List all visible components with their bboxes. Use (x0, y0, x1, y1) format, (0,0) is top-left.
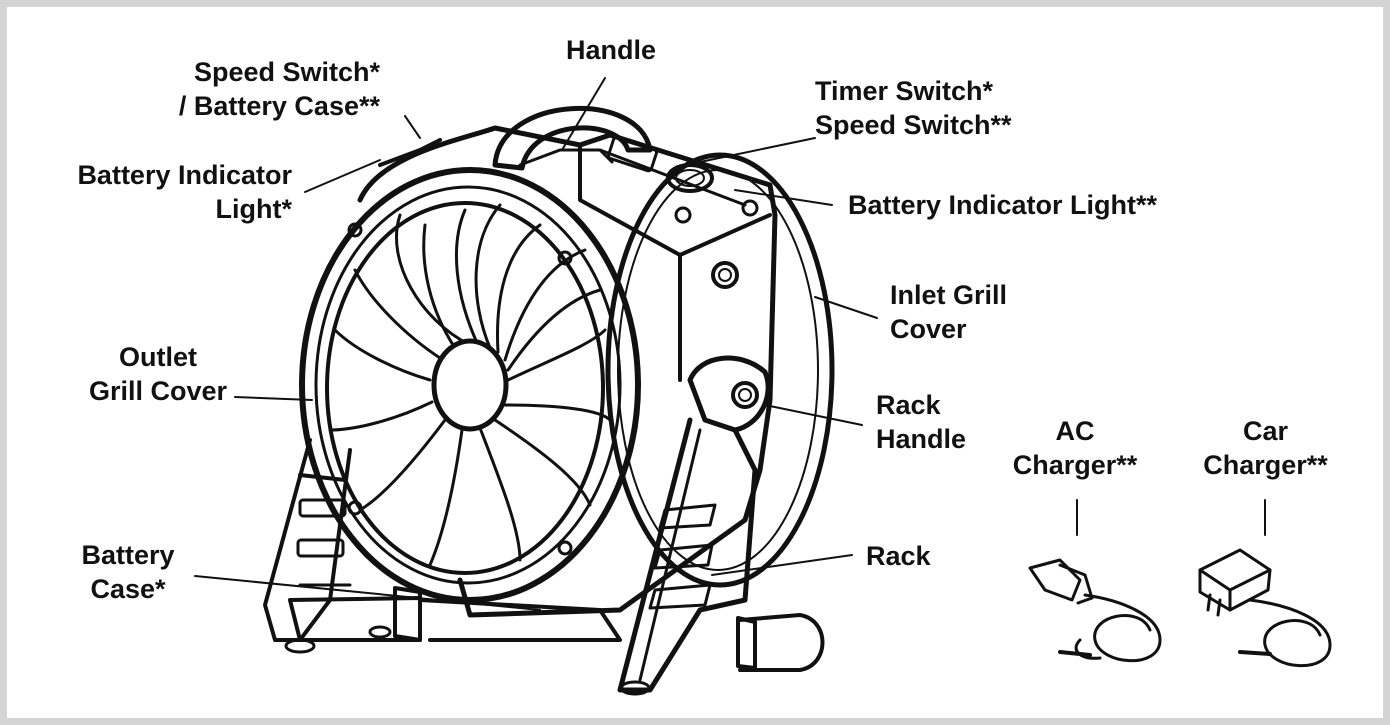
rack (617, 417, 758, 696)
base-bar (284, 586, 622, 654)
car-charger-illustration (1028, 558, 1162, 663)
label-ac-charger: AC Charger** (1012, 416, 1138, 480)
housing (357, 125, 778, 618)
rack-foot (736, 613, 825, 672)
label-car-charger: Car Charger** (1203, 416, 1328, 480)
fan-hub (431, 338, 509, 432)
label-rack: Rack (866, 541, 931, 571)
label-battery-indicator-light-left: Battery Indicator Light* (77, 160, 292, 224)
label-speed-switch-battery-case: Speed Switch* / Battery Case** (178, 57, 380, 121)
ac-adapter-illustration (1198, 548, 1332, 668)
label-rack-handle: Rack Handle (876, 390, 967, 454)
label-battery-indicator-light-right: Battery Indicator Light** (848, 190, 1158, 220)
label-handle: Handle (566, 35, 657, 65)
leader-lines (194, 77, 1266, 611)
rear-leg (263, 438, 352, 642)
label-outlet-grill-cover: Outlet Grill Cover (88, 342, 228, 406)
label-timer-speed-switch: Timer Switch* Speed Switch** (815, 76, 1012, 140)
grill-vanes (328, 203, 612, 567)
rack-handle-knob (687, 355, 771, 433)
label-inlet-grill-cover: Inlet Grill Cover (890, 280, 1008, 344)
label-battery-case: Battery Case* (81, 540, 175, 604)
handle-grip (518, 148, 614, 167)
outlet-grill (299, 167, 641, 603)
